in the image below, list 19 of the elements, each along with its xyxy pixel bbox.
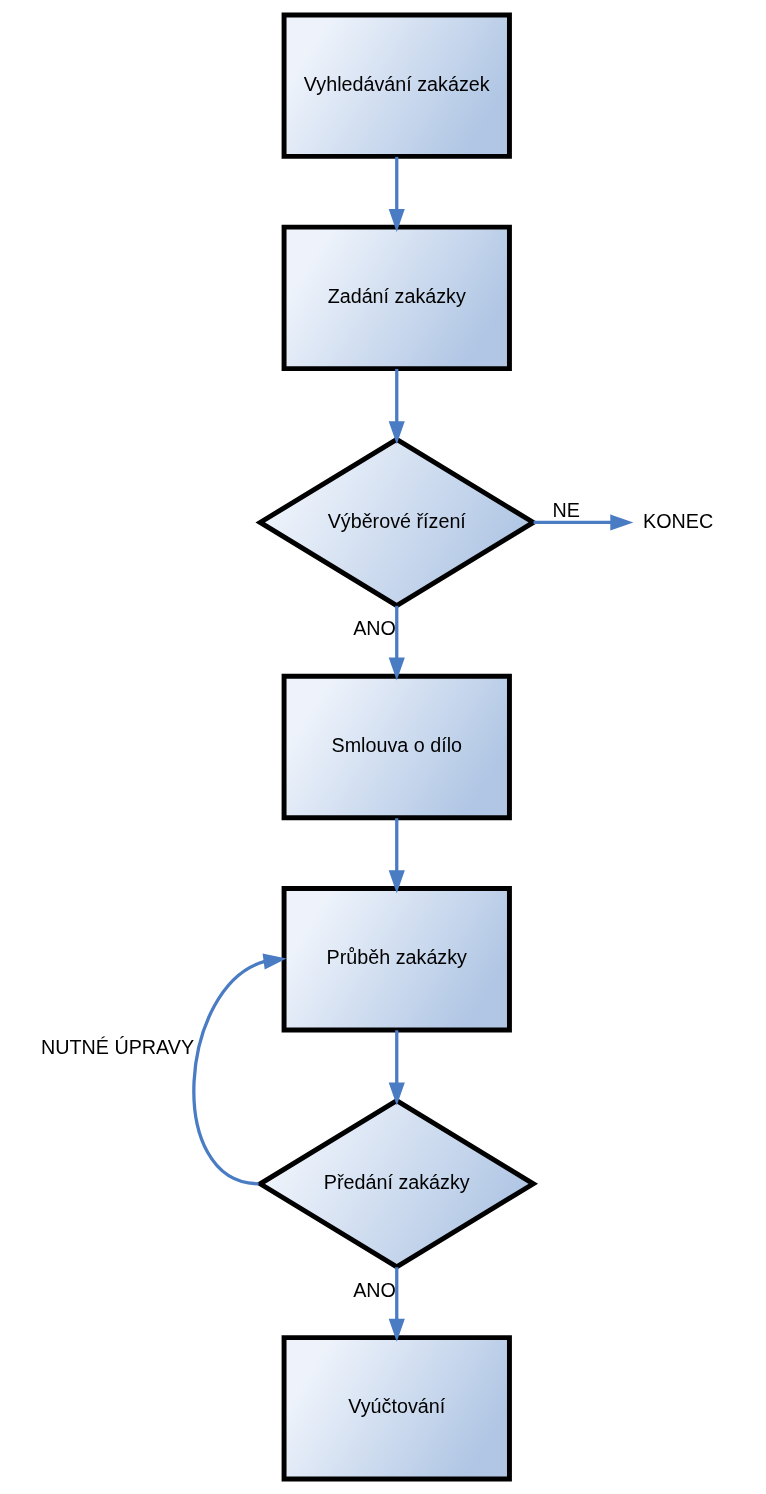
edge-label: NUTNÉ ÚPRAVY xyxy=(40,1035,195,1058)
node-box: Zadání zakázky xyxy=(281,224,512,372)
node-box: Průběh zakázky xyxy=(281,886,512,1033)
arrow xyxy=(388,156,405,232)
edge-label: NE xyxy=(552,498,580,521)
arrow xyxy=(533,514,634,531)
node-diamond: Předání zakázky xyxy=(255,1097,539,1270)
arrow xyxy=(388,1267,405,1342)
arrow xyxy=(388,818,405,894)
edge-label: ANO xyxy=(353,1278,396,1301)
arrow xyxy=(192,953,287,1186)
arrow xyxy=(388,368,405,445)
node-box: Smlouva o dílo xyxy=(281,673,512,821)
arrow xyxy=(388,1030,405,1106)
edge-label: ANO xyxy=(353,617,396,640)
node-text: KONEC xyxy=(642,509,714,532)
arrow xyxy=(388,605,405,681)
node-box: Vyúčtování xyxy=(281,1335,512,1482)
node-box: Vyhledávání zakázek xyxy=(281,12,512,159)
